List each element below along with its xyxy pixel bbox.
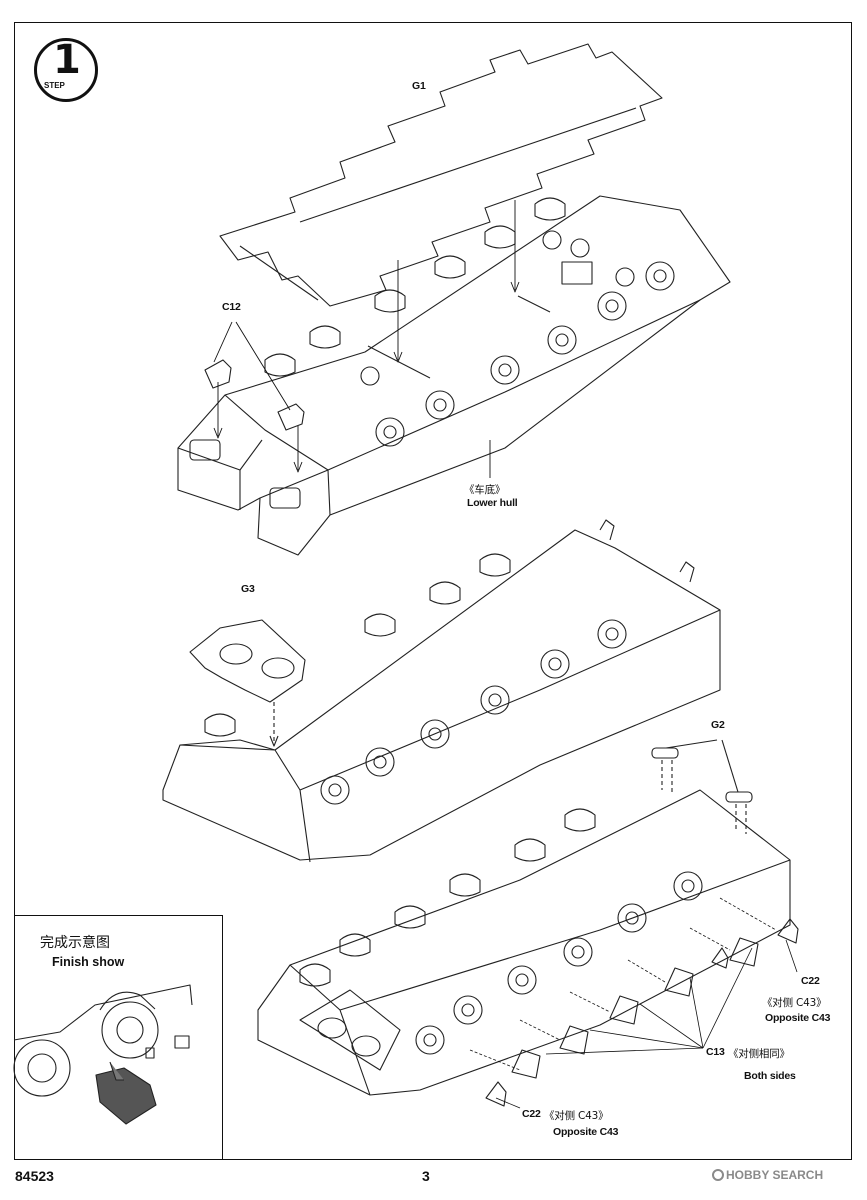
step-word: STEP — [44, 81, 65, 90]
page-number: 3 — [422, 1168, 430, 1184]
label-c13: C13 — [706, 1046, 725, 1058]
label-c43-left-en: Opposite C43 — [553, 1126, 619, 1138]
label-g1: G1 — [412, 80, 426, 92]
step-badge: 1 STEP — [34, 37, 98, 102]
label-c13-note-cn: 《对侧相同》 — [728, 1048, 790, 1060]
label-c43-right-cn: 《对侧 C43》 — [762, 997, 827, 1009]
watermark-logo-icon — [712, 1169, 724, 1181]
label-g3: G3 — [241, 583, 255, 595]
finish-title-cn: 完成示意图 — [40, 935, 110, 951]
hull-with-g2-c13-c22 — [257, 739, 799, 1109]
step-number: 1 — [53, 37, 81, 83]
g1-floor-plate — [219, 43, 663, 307]
label-lower-hull-cn: 《车底》 — [464, 484, 506, 496]
finish-title-en: Finish show — [52, 955, 125, 969]
label-c43-right-en: Opposite C43 — [765, 1012, 831, 1024]
label-c12: C12 — [222, 301, 241, 313]
label-c43-left-cn: 《对侧 C43》 — [544, 1110, 609, 1122]
label-c22-left: C22 — [522, 1108, 541, 1120]
label-c22-right: C22 — [801, 975, 820, 987]
label-both-sides-en: Both sides — [744, 1070, 796, 1082]
page-frame — [14, 22, 852, 1160]
label-g2: G2 — [711, 719, 725, 731]
watermark-text: HOBBY SEARCH — [726, 1168, 824, 1182]
lower-hull — [177, 195, 731, 556]
hull-with-g3 — [162, 519, 721, 863]
label-lower-hull-en: Lower hull — [467, 497, 518, 509]
finish-show-detail — [13, 984, 193, 1125]
finish-show-box — [14, 915, 223, 1160]
watermark: HOBBY SEARCH — [712, 1168, 823, 1182]
kit-code: 84523 — [15, 1168, 54, 1184]
